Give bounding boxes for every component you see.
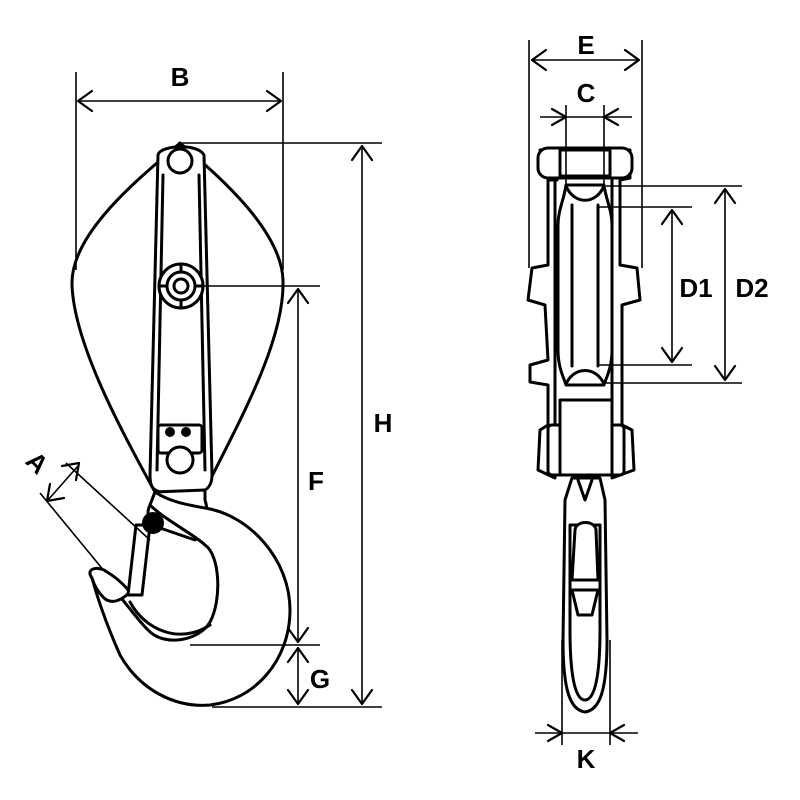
dimension-e: E: [528, 30, 643, 268]
lock-dot-left: [165, 427, 175, 437]
dimension-g: G: [286, 646, 330, 706]
label-g: G: [310, 664, 330, 694]
strap-edge-right: [197, 173, 207, 472]
dimension-f: F: [190, 285, 324, 646]
label-k: K: [577, 744, 596, 774]
side-plate-outer-right: [610, 148, 642, 480]
dimension-d2: D2: [606, 185, 769, 384]
label-e: E: [577, 30, 594, 60]
hook-throat: [128, 600, 212, 636]
side-plate-outer-left: [526, 146, 559, 480]
center-strap: [148, 145, 214, 494]
sheave: [556, 183, 614, 387]
label-a: A: [20, 445, 55, 480]
label-d2: D2: [735, 273, 768, 303]
lower-pin-hole: [165, 445, 195, 475]
dimension-d1: D1: [598, 206, 713, 366]
sheave-groove-top: [564, 184, 606, 202]
latch-side-detail: [570, 588, 600, 617]
hook-body: [89, 490, 292, 707]
dimension-a: A: [20, 445, 151, 573]
top-pin-hole: [166, 147, 194, 175]
dimension-c: C: [540, 78, 632, 186]
strap-edge-left: [155, 173, 165, 472]
hook-eye-side: [576, 478, 594, 502]
safety-latch: [126, 523, 152, 597]
hook-side-inner: [568, 523, 602, 702]
label-f: F: [308, 466, 324, 496]
lower-block-inner: [558, 398, 614, 477]
dimension-b: B: [75, 62, 284, 270]
label-b: B: [171, 62, 190, 92]
label-h: H: [374, 408, 393, 438]
label-d1: D1: [679, 273, 712, 303]
latch-side: [570, 521, 600, 582]
dimension-h: H: [182, 142, 393, 708]
latch-pivot: [142, 512, 164, 534]
label-c: C: [577, 78, 596, 108]
axle-bolt-center: [172, 277, 190, 295]
top-pin-core: [558, 148, 612, 178]
lock-dot-right: [181, 427, 191, 437]
side-view: [526, 146, 642, 714]
dimension-k: K: [535, 640, 638, 774]
sheave-groove-bottom: [564, 369, 606, 386]
front-view: [70, 141, 292, 707]
